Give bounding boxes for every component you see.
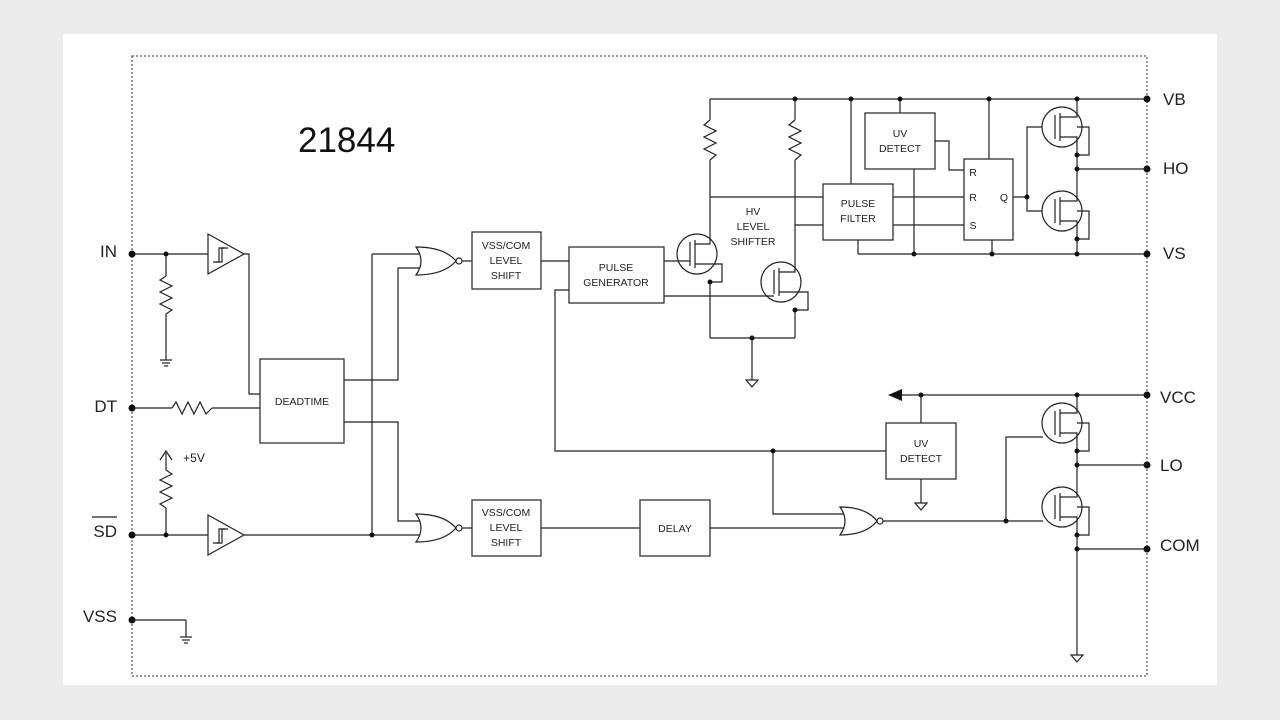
pin-vcc-label: VCC — [1160, 388, 1196, 407]
pin-vb-label: VB — [1163, 90, 1186, 109]
in-schmitt-buffer — [207, 232, 246, 276]
chip-boundary — [131, 55, 1148, 677]
level-shift-bottom-line3: SHIFT — [491, 537, 522, 549]
nor-gate-low — [414, 513, 472, 543]
rs-latch-block — [963, 158, 1014, 241]
latch-s-label: S — [969, 220, 976, 232]
level-shift-top-line1: VSS/COM — [482, 240, 530, 252]
dt-resistor — [132, 400, 260, 416]
uv-detect-low-line2: DETECT — [900, 453, 943, 465]
pulse-filter-line2: FILTER — [840, 213, 876, 225]
uv-detect-high-line1: UV — [893, 128, 908, 140]
pin-ho-label: HO — [1163, 159, 1189, 178]
pulse-generator-line2: GENERATOR — [583, 277, 649, 289]
hv-shifter-line1: HV — [746, 206, 761, 218]
low-side-output-stage — [1005, 395, 1147, 663]
high-side-output-stage — [1013, 99, 1147, 254]
pin-dt-label: DT — [94, 397, 117, 416]
part-number: 21844 — [298, 121, 395, 160]
vss-ground — [132, 619, 192, 644]
latch-r2-label: R — [969, 192, 977, 204]
delay-label: DELAY — [658, 523, 692, 535]
level-shift-bottom-line2: LEVEL — [490, 522, 523, 534]
level-shift-top-block — [471, 231, 542, 290]
pulse-filter-block — [822, 183, 894, 241]
sd-bus — [344, 253, 420, 536]
in-input-path — [132, 253, 208, 367]
pulse-generator-line1: PULSE — [599, 262, 633, 274]
supply-label: +5V — [183, 451, 205, 465]
pin-sd-label: SD — [93, 522, 117, 541]
hv-shifter-line2: LEVEL — [737, 221, 770, 233]
junction-dots — [128, 95, 1151, 624]
uv-detect-high-block — [864, 112, 936, 170]
deadtime-block — [259, 358, 345, 444]
pulse-generator-block — [568, 246, 665, 304]
vcc-arrow-icon — [888, 389, 902, 401]
nor-gate-high — [414, 246, 472, 276]
level-shift-bottom-line1: VSS/COM — [482, 507, 530, 519]
pin-com-label: COM — [1160, 536, 1200, 555]
sd-input-path — [132, 449, 208, 536]
hv-level-shifter — [664, 98, 1147, 388]
nor-gate-output — [838, 506, 1006, 536]
uv-detect-low-block — [885, 422, 957, 480]
deadtime-label: DEADTIME — [275, 396, 329, 408]
pin-vss-label: VSS — [83, 607, 117, 626]
sd-schmitt-buffer — [207, 513, 246, 557]
delay-block — [639, 499, 711, 557]
uv-detect-low-line1: UV — [914, 438, 929, 450]
level-shift-top-line2: LEVEL — [490, 255, 523, 267]
pulse-filter-line1: PULSE — [841, 198, 875, 210]
pin-lo-label: LO — [1160, 456, 1183, 475]
level-shift-top-line3: SHIFT — [491, 270, 522, 282]
latch-q-label: Q — [1000, 192, 1008, 204]
uv-detect-high-line2: DETECT — [879, 143, 922, 155]
canvas — [63, 34, 1217, 685]
latch-r1-label: R — [969, 167, 977, 179]
hv-shifter-line3: SHIFTER — [731, 236, 776, 248]
pin-vs-label: VS — [1163, 244, 1186, 263]
pin-in-label: IN — [100, 242, 117, 261]
